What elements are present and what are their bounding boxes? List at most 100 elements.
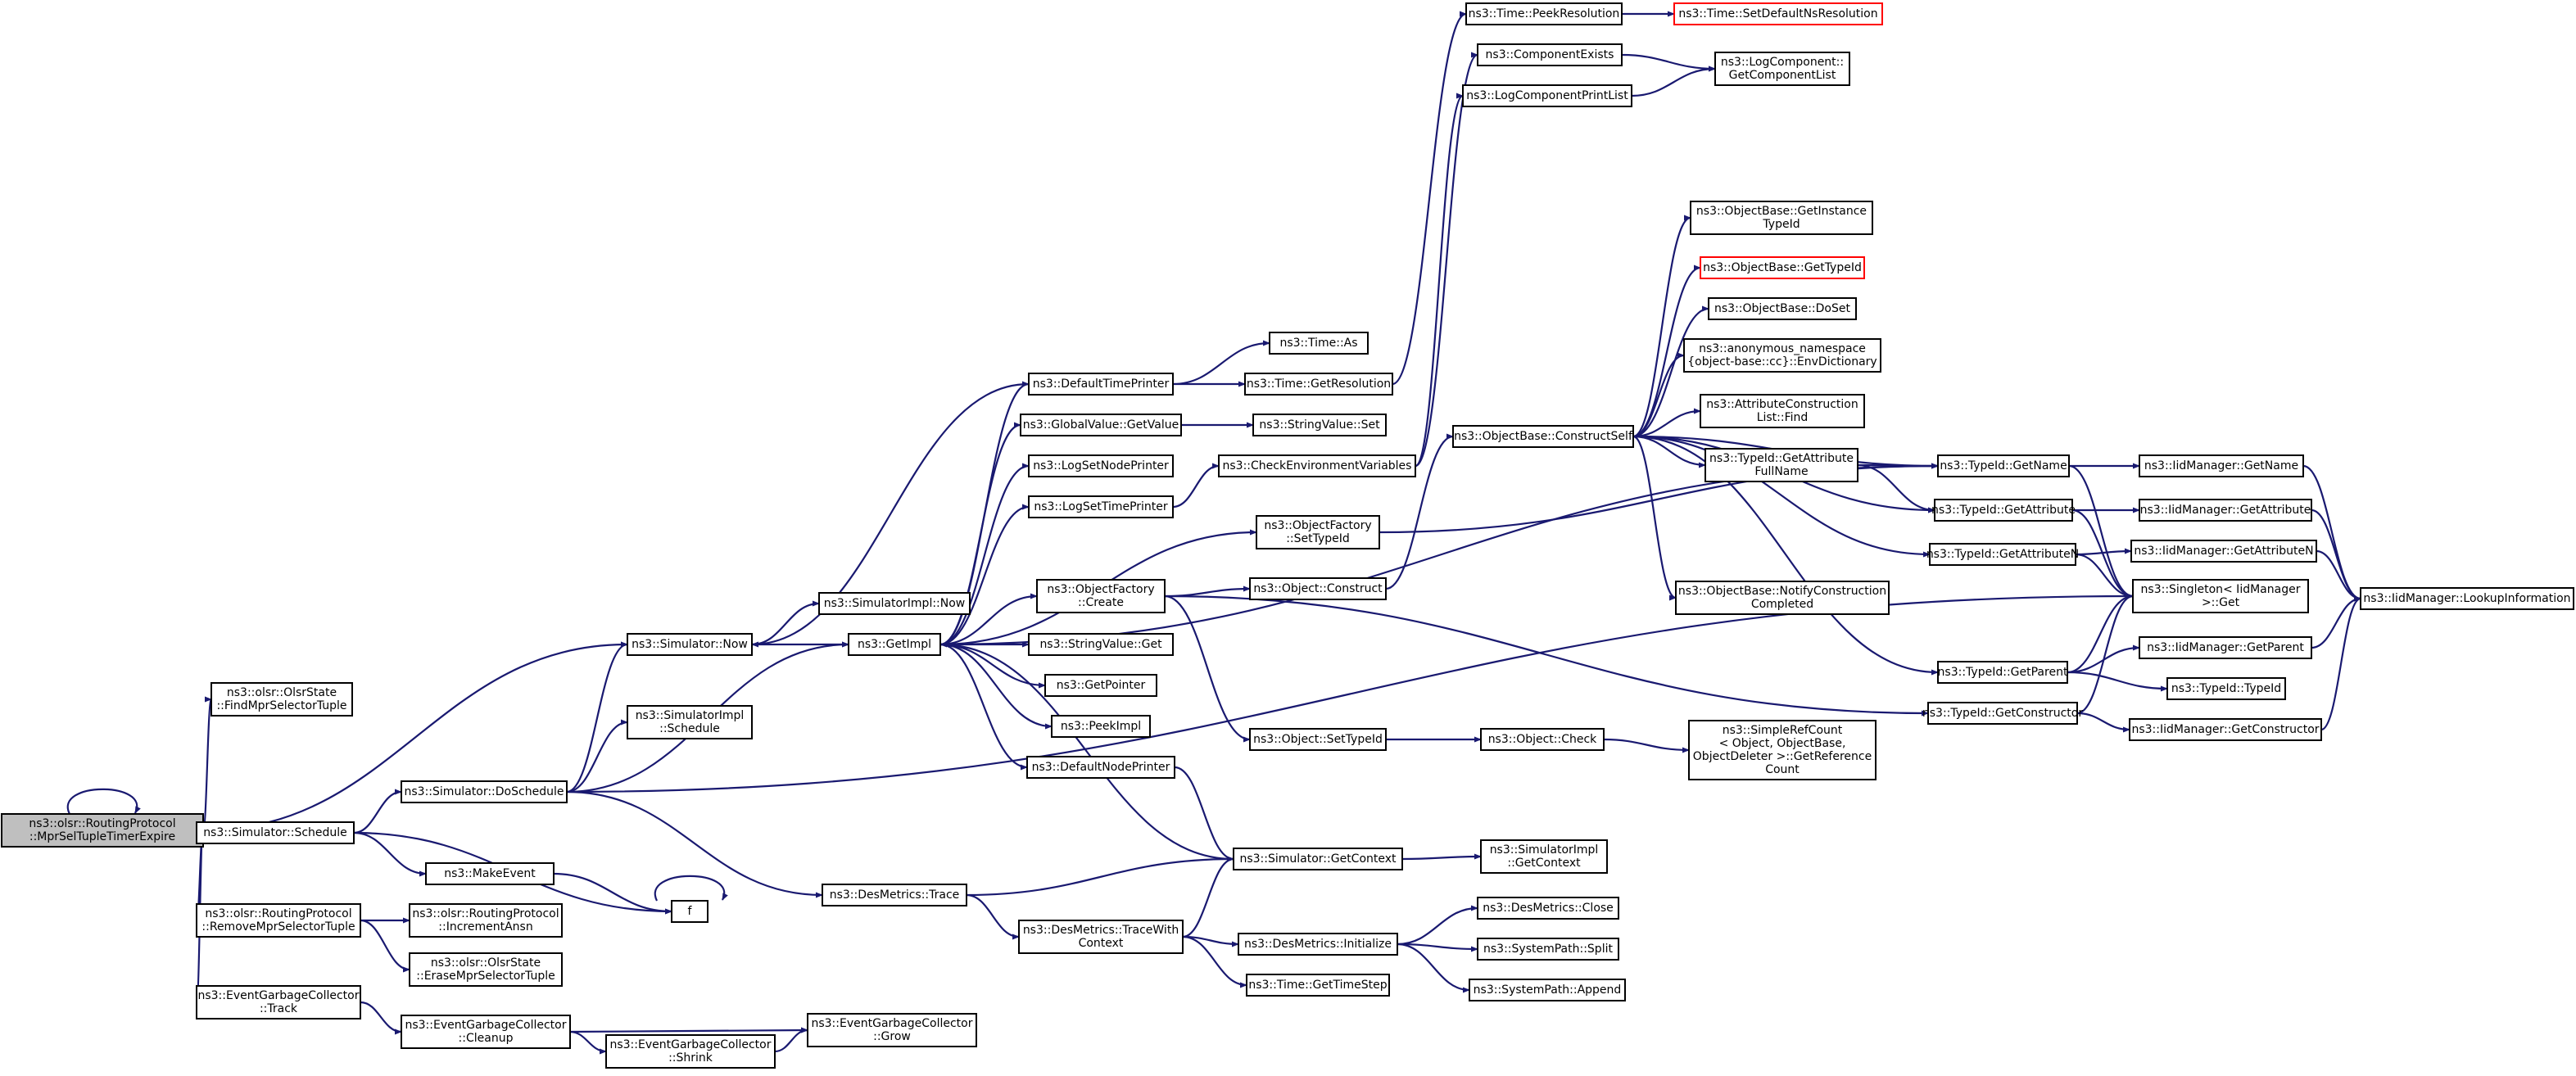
node-anonenv[interactable]: ns3::anonymous_namespace{object-base::cc… — [1683, 338, 1881, 373]
node-gcgrow[interactable]: ns3::EventGarbageCollector::Grow — [807, 1013, 977, 1047]
node-box-objbdoset — [1708, 297, 1857, 320]
node-gccleanup[interactable]: ns3::EventGarbageCollector::Cleanup — [401, 1015, 571, 1049]
edge-objbconstructself-to-typeidgetattrn — [1632, 435, 1931, 558]
node-peekimpl[interactable]: ns3::PeekImpl — [1051, 715, 1151, 738]
node-simgetctx[interactable]: ns3::Simulator::GetContext — [1233, 848, 1403, 870]
node-typeidgetname[interactable]: ns3::TypeId::GetName — [1937, 454, 2070, 477]
node-simsched[interactable]: ns3::Simulator::Schedule — [196, 821, 355, 844]
node-box-simimplnow — [818, 592, 971, 615]
node-objbdoset[interactable]: ns3::ObjectBase::DoSet — [1708, 297, 1857, 320]
node-box-peekimpl — [1051, 715, 1151, 738]
node-gvgetvalue[interactable]: ns3::GlobalValue::GetValue — [1020, 414, 1182, 436]
node-label-timeas-0: ns3::Time::As — [1279, 337, 1357, 350]
edge-f-to-f — [654, 875, 728, 902]
edge-objbconstructself-to-objbdoset — [1632, 305, 1709, 438]
node-objbnotify[interactable]: ns3::ObjectBase::NotifyConstructionCompl… — [1675, 581, 1890, 615]
node-iidgetparent[interactable]: ns3::IidManager::GetParent — [2139, 636, 2312, 659]
node-defnodeprinter[interactable]: ns3::DefaultNodePrinter — [1026, 756, 1175, 779]
node-iidgetcons[interactable]: ns3::IidManager::GetConstructor — [2129, 718, 2322, 741]
node-desclose[interactable]: ns3::DesMetrics::Close — [1477, 897, 1619, 920]
node-syssplit[interactable]: ns3::SystemPath::Split — [1477, 938, 1619, 961]
node-label-gvgetvalue-0: ns3::GlobalValue::GetValue — [1023, 418, 1179, 432]
edge-objfaccreate-to-objsettype — [1164, 595, 1251, 743]
node-timesetdefault[interactable]: ns3::Time::SetDefaultNsResolution — [1673, 2, 1883, 25]
node-label-incansn-0: ns3::olsr::RoutingProtocol — [412, 907, 559, 920]
edge-root-to-findmpr — [201, 696, 213, 832]
node-erasempr[interactable]: ns3::olsr::OlsrState::EraseMprSelectorTu… — [409, 952, 563, 987]
node-objsettype[interactable]: ns3::Object::SetTypeId — [1249, 728, 1387, 751]
node-objcheck[interactable]: ns3::Object::Check — [1480, 728, 1605, 751]
edge-simgetctx-to-getimpl — [939, 641, 1234, 861]
node-desinit[interactable]: ns3::DesMetrics::Initialize — [1238, 933, 1398, 956]
node-typeidgetattrn[interactable]: ns3::TypeId::GetAttributeN — [1926, 543, 2079, 566]
node-label-getpointer-0: ns3::GetPointer — [1057, 679, 1146, 692]
node-label-removempr-0: ns3::olsr::RoutingProtocol — [205, 907, 351, 920]
node-label-objconstruct-0: ns3::Object::Construct — [1253, 582, 1383, 595]
node-objfacsettype[interactable]: ns3::ObjectFactory::SetTypeId — [1256, 515, 1380, 549]
node-label-timegetstep-0: ns3::Time::GetTimeStep — [1248, 979, 1387, 992]
node-simplerefcount[interactable]: ns3::SimpleRefCount< Object, ObjectBase,… — [1688, 720, 1877, 780]
node-typeidtypeid[interactable]: ns3::TypeId::TypeId — [2166, 677, 2286, 700]
node-label-attrconsfind-1: List::Find — [1757, 411, 1809, 424]
node-logcomplist[interactable]: ns3::LogComponentPrintList — [1462, 84, 1632, 107]
node-iidgetattr[interactable]: ns3::IidManager::GetAttribute — [2139, 499, 2312, 522]
node-timegetres[interactable]: ns3::Time::GetResolution — [1244, 373, 1393, 396]
node-simnow[interactable]: ns3::Simulator::Now — [627, 633, 753, 656]
node-gcshrink[interactable]: ns3::EventGarbageCollector::Shrink — [605, 1034, 776, 1069]
node-typeidgetparent[interactable]: ns3::TypeId::GetParent — [1937, 661, 2068, 684]
node-getimpl[interactable]: ns3::GetImpl — [848, 633, 941, 656]
node-label-gccleanup-0: ns3::EventGarbageCollector — [405, 1019, 566, 1032]
node-root[interactable]: ns3::olsr::RoutingProtocol::MprSelTupleT… — [1, 813, 204, 848]
node-logsetnode[interactable]: ns3::LogSetNodePrinter — [1028, 454, 1174, 477]
node-deftimeprinter[interactable]: ns3::DefaultTimePrinter — [1028, 373, 1174, 396]
node-box-iidgetattr — [2139, 499, 2312, 522]
node-timeas[interactable]: ns3::Time::As — [1269, 332, 1369, 355]
node-makeevent[interactable]: ns3::MakeEvent — [425, 862, 555, 885]
node-simimplsched[interactable]: ns3::SimulatorImpl::Schedule — [627, 705, 753, 739]
node-stringget[interactable]: ns3::StringValue::Get — [1028, 633, 1174, 656]
node-gctrack[interactable]: ns3::EventGarbageCollector::Track — [196, 985, 361, 1019]
edge-desinit-to-syssplit — [1397, 943, 1478, 952]
node-box-getpointer — [1044, 674, 1157, 697]
node-removempr[interactable]: ns3::olsr::RoutingProtocol::RemoveMprSel… — [196, 903, 361, 938]
node-box-checkenv — [1218, 454, 1416, 477]
node-iidgetname[interactable]: ns3::IidManager::GetName — [2139, 454, 2304, 477]
node-findmpr[interactable]: ns3::olsr::OlsrState::FindMprSelectorTup… — [211, 682, 353, 717]
node-singletonget[interactable]: ns3::Singleton< IidManager>::Get — [2132, 579, 2309, 613]
node-label-incansn-1: ::IncrementAnsn — [438, 920, 532, 934]
node-objbconstructself[interactable]: ns3::ObjectBase::ConstructSelf — [1452, 425, 1634, 448]
node-box-timegetres — [1244, 373, 1393, 396]
node-iidlookup[interactable]: ns3::IidManager::LookupInformation — [2360, 587, 2574, 610]
node-getpointer[interactable]: ns3::GetPointer — [1044, 674, 1157, 697]
node-checkenv[interactable]: ns3::CheckEnvironmentVariables — [1218, 454, 1416, 477]
node-logsettime[interactable]: ns3::LogSetTimePrinter — [1028, 495, 1174, 518]
node-label-singletonget-0: ns3::Singleton< IidManager — [2141, 583, 2301, 596]
node-stringset[interactable]: ns3::StringValue::Set — [1252, 414, 1387, 436]
node-typeidgetcons[interactable]: ns3::TypeId::GetConstructor — [1922, 702, 2083, 725]
node-objbgettype[interactable]: ns3::ObjectBase::GetTypeId — [1700, 256, 1865, 279]
node-box-simsched — [196, 821, 355, 844]
node-logcompget[interactable]: ns3::LogComponent::GetComponentList — [1714, 52, 1850, 86]
node-incansn[interactable]: ns3::olsr::RoutingProtocol::IncrementAns… — [409, 903, 563, 938]
node-compexists[interactable]: ns3::ComponentExists — [1477, 43, 1623, 66]
node-objconstruct[interactable]: ns3::Object::Construct — [1249, 577, 1387, 600]
edge-gctrack-to-gccleanup — [360, 1001, 402, 1035]
node-destrace[interactable]: ns3::DesMetrics::Trace — [822, 884, 967, 906]
node-sysappend[interactable]: ns3::SystemPath::Append — [1469, 979, 1626, 1001]
node-objfaccreate[interactable]: ns3::ObjectFactory::Create — [1036, 579, 1166, 613]
node-simimplgetctx[interactable]: ns3::SimulatorImpl::GetContext — [1480, 839, 1608, 874]
node-simimplnow[interactable]: ns3::SimulatorImpl::Now — [818, 592, 971, 615]
node-timegetstep[interactable]: ns3::Time::GetTimeStep — [1246, 974, 1390, 997]
node-box-simplerefcount — [1688, 720, 1877, 780]
node-timepeekres[interactable]: ns3::Time::PeekResolution — [1465, 2, 1623, 25]
node-f[interactable]: f — [671, 900, 709, 923]
node-box-anonenv — [1683, 338, 1881, 373]
node-doschedule[interactable]: ns3::Simulator::DoSchedule — [401, 780, 568, 803]
node-typeidgetattr[interactable]: ns3::TypeId::GetAttribute — [1931, 499, 2076, 522]
node-iidgetattrn[interactable]: ns3::IidManager::GetAttributeN — [2130, 540, 2317, 563]
